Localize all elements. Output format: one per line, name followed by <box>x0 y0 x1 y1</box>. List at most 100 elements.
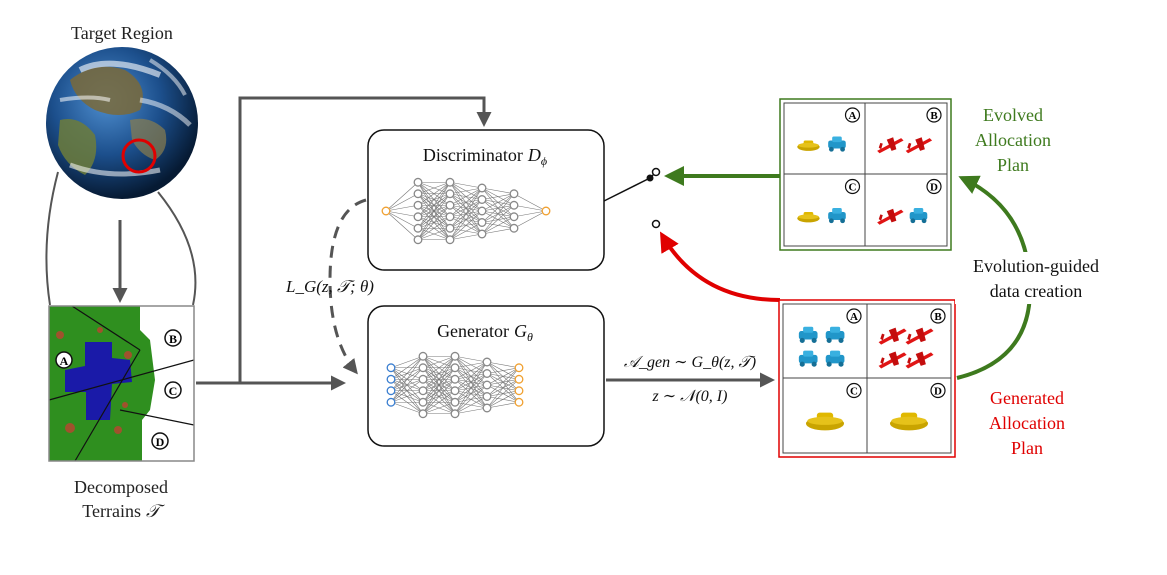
generator-network <box>386 351 524 419</box>
terrain-region-badges: A B C D <box>55 329 182 450</box>
zoom-line-right <box>157 191 197 306</box>
evolved-plan-label: Evolved Allocation Plan <box>975 105 1051 175</box>
generated-label-line2: Allocation <box>989 413 1065 433</box>
network-node <box>514 386 524 396</box>
network-node <box>477 195 487 204</box>
network-node <box>482 369 492 378</box>
network-node <box>381 206 391 216</box>
network-node <box>482 392 492 401</box>
discriminator-symbol-sub: ϕ <box>541 154 547 168</box>
network-node <box>386 386 396 396</box>
network-node <box>445 189 455 199</box>
terrain-badge-a: A <box>60 354 69 368</box>
gen-output-line2: z ∼ 𝒩(0, I) <box>652 388 728 405</box>
network-node <box>445 200 455 210</box>
network-node <box>509 200 519 210</box>
evolved-label-line1: Evolved <box>983 105 1043 125</box>
network-node <box>418 397 428 407</box>
network-node <box>450 351 460 361</box>
discriminator-network <box>381 177 551 245</box>
plan-cell-badge: A <box>849 110 857 122</box>
plan-cell-badge: D <box>930 182 938 194</box>
terrains-label-line2: Terrains <box>82 501 141 521</box>
network-node <box>413 177 423 187</box>
loss-dashed-arrow <box>328 198 367 375</box>
network-node <box>541 206 551 216</box>
generator-symbol: G <box>514 321 527 341</box>
evolved-plan-grid: A B C D <box>779 98 952 251</box>
evolution-label: Evolution-guided data creation <box>973 256 1099 301</box>
network-node <box>514 397 524 407</box>
plan-cell-badge: B <box>934 311 942 323</box>
network-node <box>509 189 519 199</box>
network-node <box>445 235 455 245</box>
network-node <box>418 363 428 373</box>
discriminator-label: Discriminator <box>423 145 523 165</box>
network-node <box>413 189 423 199</box>
network-node <box>413 212 423 222</box>
network-node <box>418 351 428 361</box>
discriminator-symbol: D <box>527 145 541 165</box>
network-node <box>413 223 423 233</box>
terrain-badge-c: C <box>169 384 178 398</box>
terrain-badge-d: D <box>156 435 165 449</box>
network-node <box>450 397 460 407</box>
network-node <box>386 397 396 407</box>
network-node <box>509 212 519 222</box>
generated-plan-arrow <box>659 231 781 302</box>
network-node <box>514 363 524 373</box>
generator-label: Generator <box>437 321 509 341</box>
network-node <box>477 206 487 216</box>
network-node <box>482 380 492 390</box>
network-node <box>477 218 487 227</box>
network-node <box>445 212 455 222</box>
generated-label-line3: Plan <box>1011 438 1043 458</box>
plan-cell-badge: D <box>934 386 942 398</box>
generator-symbol-sub: θ <box>527 330 533 344</box>
plan-cell-badge: B <box>930 110 938 122</box>
network-node <box>413 200 423 210</box>
evolved-label-line2: Allocation <box>975 130 1051 150</box>
network-node <box>482 403 492 413</box>
terrains-symbol: 𝒯 <box>146 501 165 521</box>
generated-plan-label: Generated Allocation Plan <box>989 388 1065 458</box>
zoom-line-left <box>45 171 59 306</box>
gen-output-line1: 𝒜_gen ∼ G_θ(z, 𝒯) <box>624 354 756 371</box>
target-region-marker <box>121 138 157 174</box>
network-node <box>386 363 396 373</box>
loss-label: L_G(z, 𝒯; θ) <box>285 277 374 296</box>
network-node <box>482 357 492 367</box>
network-node <box>514 374 524 384</box>
evolution-label-line2: data creation <box>990 281 1082 301</box>
network-node <box>509 223 519 233</box>
plan-cell-badge: C <box>849 182 857 194</box>
network-node <box>450 374 460 384</box>
network-node <box>445 177 455 187</box>
evolution-label-line1: Evolution-guided <box>973 256 1099 276</box>
evolved-label-line3: Plan <box>997 155 1029 175</box>
generated-label-line1: Generated <box>990 388 1064 408</box>
network-node <box>418 386 428 396</box>
target-region-label: Target Region <box>71 23 173 43</box>
network-node <box>477 229 487 239</box>
terrain-badge-b: B <box>169 332 177 346</box>
plan-cell-badge: A <box>850 311 858 323</box>
terrain-to-discriminator-arrow <box>238 96 492 383</box>
network-node <box>477 183 487 193</box>
input-switch <box>603 167 661 229</box>
network-node <box>418 374 428 384</box>
earth-globe-icon <box>46 47 198 199</box>
network-node <box>450 363 460 373</box>
network-node <box>450 386 460 396</box>
terrains-label-line1: Decomposed <box>74 477 168 497</box>
network-node <box>450 409 460 419</box>
evolution-label-bg <box>955 252 1117 304</box>
network-node <box>413 235 423 245</box>
network-node <box>445 223 455 233</box>
network-node <box>386 374 396 384</box>
